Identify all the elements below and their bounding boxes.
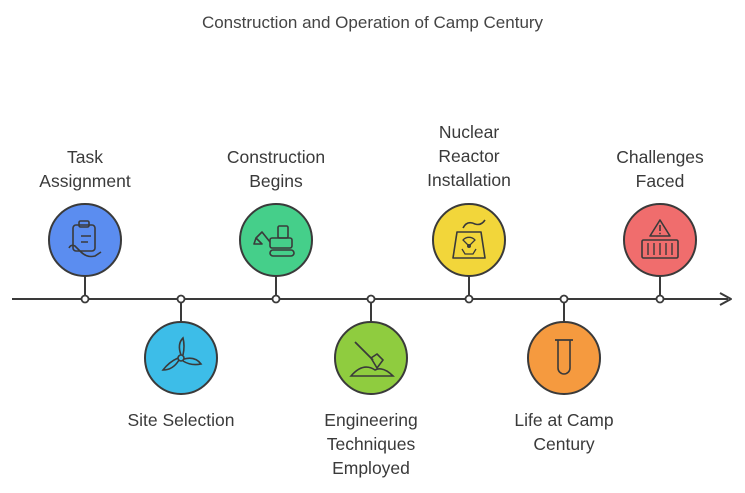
milestone-dot xyxy=(366,294,376,304)
milestone-node-7 xyxy=(623,203,697,304)
warning-container-icon xyxy=(641,219,679,259)
milestone-label-construction-begins: Construction Begins xyxy=(226,147,326,191)
milestone-node-3 xyxy=(239,203,313,304)
milestone-label-challenges-faced: Challenges Faced xyxy=(616,147,704,191)
milestone-node-1 xyxy=(48,203,122,304)
diagram-title: Construction and Operation of Camp Centu… xyxy=(201,13,544,32)
shovel-dirt-icon xyxy=(349,341,395,377)
excavator-icon xyxy=(253,225,295,257)
milestone-label-site-selection: Site Selection xyxy=(127,410,235,430)
milestone-circle xyxy=(432,203,506,277)
milestone-dot xyxy=(559,294,569,304)
timeline-arrowhead xyxy=(719,292,732,306)
milestone-dot xyxy=(271,294,281,304)
milestone-circle xyxy=(48,203,122,277)
milestone-node-4 xyxy=(334,294,408,395)
milestone-circle xyxy=(527,321,601,395)
test-tube-icon xyxy=(555,339,573,375)
milestone-dot xyxy=(176,294,186,304)
milestone-node-5 xyxy=(432,203,506,304)
wind-turbine-icon xyxy=(161,336,203,371)
clipboard-hand-icon xyxy=(68,220,102,258)
milestone-dot xyxy=(655,294,665,304)
milestone-node-2 xyxy=(144,294,218,395)
milestone-dot xyxy=(80,294,90,304)
milestone-circle xyxy=(239,203,313,277)
nuclear-reactor-icon xyxy=(452,219,486,259)
milestone-label-engineering-techniques: Engineering Techniques Employed xyxy=(324,410,418,478)
milestone-label-life-at-camp-century: Life at Camp Century xyxy=(514,410,614,454)
milestone-node-6 xyxy=(527,294,601,395)
milestone-label-task-assignment: Task Assignment xyxy=(39,147,131,191)
milestone-label-nuclear-reactor: Nuclear Reactor Installation xyxy=(427,122,511,190)
milestone-circle xyxy=(144,321,218,395)
milestone-dot xyxy=(464,294,474,304)
